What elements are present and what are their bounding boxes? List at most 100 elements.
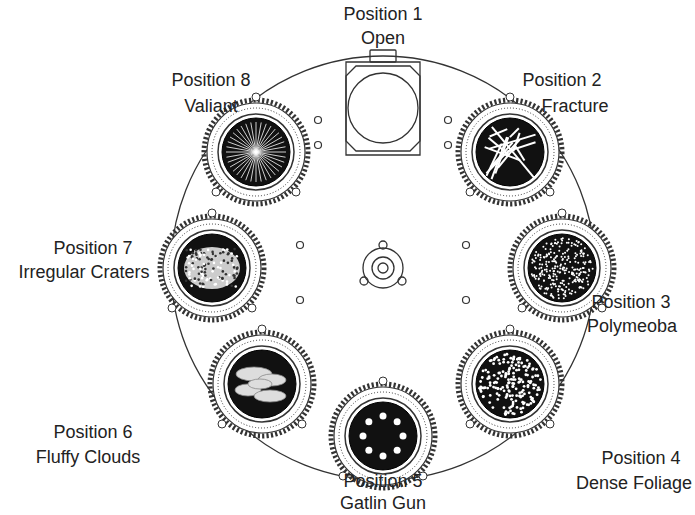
gobo-pattern (577, 262, 579, 264)
position-number: Position 3 (591, 293, 670, 311)
gobo-pattern (562, 253, 564, 255)
gobo-pattern (505, 396, 508, 399)
gobo (458, 325, 562, 436)
gobo-pattern (225, 273, 228, 276)
gobo-pattern (527, 384, 530, 387)
gobo-pattern (217, 266, 220, 269)
mount-tab (506, 93, 514, 101)
gobo-pattern (582, 287, 584, 289)
gobo-pattern (541, 273, 543, 275)
gobo-pattern (228, 152, 256, 162)
gobo-pattern (578, 269, 580, 271)
gobo-pattern (552, 268, 554, 270)
gobo-pattern (498, 372, 501, 375)
gobo-pattern (513, 356, 516, 359)
gobo-pattern (510, 128, 519, 137)
gobo-pattern (579, 273, 581, 275)
position-number: Position 5 (343, 472, 422, 490)
gobo-pattern (188, 271, 191, 274)
gobo-pattern (213, 262, 216, 265)
gobo-pattern (204, 268, 207, 271)
gobo-pattern (583, 267, 585, 269)
gobo-pattern (554, 283, 556, 285)
gobo-pattern (489, 384, 492, 387)
gear-body (213, 335, 311, 433)
gobo-pattern (518, 365, 521, 368)
gobo-pattern (204, 274, 207, 277)
gobo-pattern (505, 410, 508, 413)
gobo-pattern (254, 390, 286, 402)
gobo-pattern (517, 381, 520, 384)
gobo-pattern (507, 378, 510, 381)
gobo-pattern (552, 297, 554, 299)
position-number: Position 2 (522, 71, 601, 89)
gobo-pattern (563, 297, 565, 299)
gobo-pattern (517, 361, 520, 364)
gobo-pattern (559, 245, 561, 247)
gobo-pattern (199, 248, 202, 251)
gobo-pattern (507, 389, 510, 392)
gobo-pattern (546, 270, 548, 272)
gear-teeth (204, 100, 308, 204)
gobo-pattern (552, 275, 554, 277)
gobo-pattern (537, 255, 539, 257)
gobo-pattern (482, 395, 485, 398)
gobo-pattern (564, 290, 566, 292)
gobo-pattern (219, 267, 222, 270)
gobo-pattern (536, 393, 539, 396)
gobo-pattern (189, 248, 192, 251)
position-number: Position 4 (601, 449, 680, 467)
gobo-disc (476, 350, 544, 418)
gobo-pattern (554, 265, 556, 267)
mount-tab (292, 188, 300, 196)
gobo-pattern (559, 271, 561, 273)
gobo-pattern (185, 249, 188, 252)
gobo-pattern (552, 245, 554, 247)
gobo-pattern (227, 253, 230, 256)
gobo-pattern (486, 387, 489, 390)
gobo-pattern (494, 386, 497, 389)
gobo-pattern (535, 368, 538, 371)
gobo-pattern (580, 271, 582, 273)
gobo-pattern (487, 371, 490, 374)
gobo-ring (472, 114, 548, 190)
gobo-pattern (400, 433, 407, 440)
gobo-pattern (577, 277, 579, 279)
gobo-pattern (564, 272, 566, 274)
gobo-pattern (530, 380, 533, 383)
gobo-pattern (234, 285, 237, 288)
gobo-pattern (567, 256, 569, 258)
gobo-pattern (236, 266, 239, 269)
gobo-pattern (256, 142, 284, 152)
gobo-pattern (220, 261, 223, 264)
gobo-pattern (194, 250, 197, 253)
gobo-pattern (574, 252, 576, 254)
gobo-pattern (256, 152, 266, 180)
gobo-pattern (198, 272, 201, 275)
gobo-pattern (576, 240, 578, 242)
gobo-pattern (195, 252, 198, 255)
gobo-pattern (206, 278, 209, 281)
gobo-pattern (582, 253, 584, 255)
gobo-pattern (562, 267, 564, 269)
gobo-pattern (506, 384, 509, 387)
gobo-pattern (554, 267, 556, 269)
gobo-pattern (502, 361, 505, 364)
gobo-pattern (583, 252, 585, 254)
gobo-pattern (575, 244, 577, 246)
gobo-pattern (564, 263, 566, 265)
gobo-pattern (509, 410, 512, 413)
gobo-pattern (569, 261, 571, 263)
gobo-pattern (553, 270, 555, 272)
gobo-pattern (545, 261, 547, 263)
position-number: Position 6 (53, 423, 132, 441)
gobo-pattern (592, 268, 594, 270)
gobo-pattern (256, 133, 279, 152)
gobo-pattern (571, 266, 573, 268)
gobo-pattern (512, 375, 515, 378)
gobo-pattern (493, 358, 496, 361)
gobo-pattern (236, 265, 239, 268)
gobo-pattern (576, 272, 578, 274)
gobo-pattern (563, 293, 565, 295)
gobo-pattern (515, 399, 518, 402)
